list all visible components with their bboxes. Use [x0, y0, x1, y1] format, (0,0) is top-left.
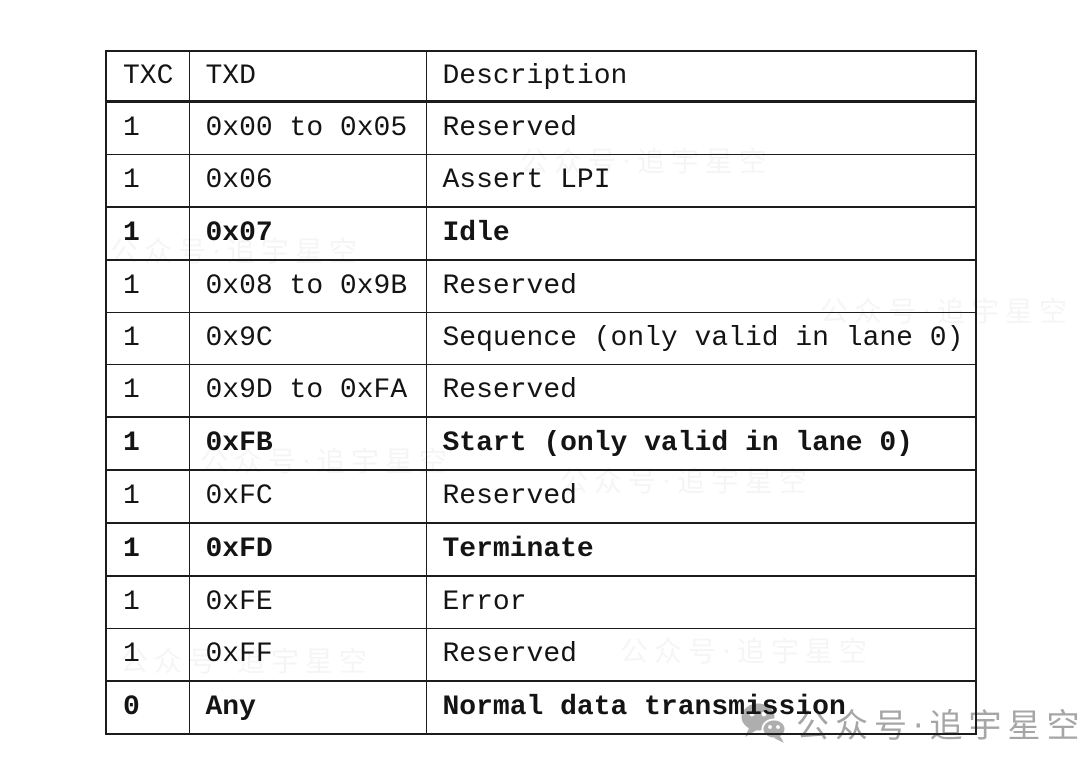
table-row: 1 0x00 to 0x05 Reserved	[105, 101, 977, 155]
cell-description: Assert LPI	[425, 154, 977, 208]
cell-description: Normal data transmission	[425, 680, 977, 735]
cell-txc: 1	[105, 154, 190, 208]
cell-txd: 0xFE	[188, 575, 427, 629]
cell-txd: Any	[188, 680, 427, 735]
cell-description: Reserved	[425, 259, 977, 313]
cell-txc: 1	[105, 101, 190, 155]
column-header-description: Description	[425, 50, 977, 103]
table-row: 1 0xFF Reserved	[105, 628, 977, 682]
cell-txd: 0x9C	[188, 312, 427, 365]
cell-txd: 0xFC	[188, 469, 427, 524]
cell-description: Reserved	[425, 628, 977, 682]
table-row: 0 Any Normal data transmission	[105, 680, 977, 735]
table-row: 1 0xFD Terminate	[105, 522, 977, 577]
cell-description: Reserved	[425, 469, 977, 524]
cell-txd: 0xFF	[188, 628, 427, 682]
cell-description: Start (only valid in lane 0)	[425, 416, 977, 471]
table-row: 1 0x06 Assert LPI	[105, 154, 977, 208]
control-codes-table: TXC TXD Description 1 0x00 to 0x05 Reser…	[105, 50, 977, 735]
column-header-txc: TXC	[105, 50, 190, 103]
cell-txc: 1	[105, 628, 190, 682]
cell-description: Terminate	[425, 522, 977, 577]
cell-txc: 1	[105, 206, 190, 261]
cell-txc: 1	[105, 575, 190, 629]
cell-txd: 0x07	[188, 206, 427, 261]
cell-description: Reserved	[425, 364, 977, 418]
table-row: 1 0xFB Start (only valid in lane 0)	[105, 416, 977, 471]
cell-txd: 0x06	[188, 154, 427, 208]
cell-txd: 0xFB	[188, 416, 427, 471]
cell-txc: 1	[105, 312, 190, 365]
cell-txd: 0x08 to 0x9B	[188, 259, 427, 313]
cell-txc: 0	[105, 680, 190, 735]
cell-description: Idle	[425, 206, 977, 261]
cell-description: Sequence (only valid in lane 0)	[425, 312, 977, 365]
table-row: 1 0x08 to 0x9B Reserved	[105, 259, 977, 313]
column-header-txd: TXD	[188, 50, 427, 103]
table-row: 1 0xFC Reserved	[105, 469, 977, 524]
table-row: 1 0x9C Sequence (only valid in lane 0)	[105, 312, 977, 365]
cell-txc: 1	[105, 364, 190, 418]
cell-txc: 1	[105, 469, 190, 524]
cell-txc: 1	[105, 259, 190, 313]
cell-txc: 1	[105, 522, 190, 577]
table-header-row: TXC TXD Description	[105, 50, 977, 103]
cell-txc: 1	[105, 416, 190, 471]
cell-description: Error	[425, 575, 977, 629]
cell-txd: 0xFD	[188, 522, 427, 577]
cell-txd: 0x00 to 0x05	[188, 101, 427, 155]
table-row: 1 0x9D to 0xFA Reserved	[105, 364, 977, 418]
cell-txd: 0x9D to 0xFA	[188, 364, 427, 418]
cell-description: Reserved	[425, 101, 977, 155]
table-row: 1 0x07 Idle	[105, 206, 977, 261]
table-row: 1 0xFE Error	[105, 575, 977, 629]
